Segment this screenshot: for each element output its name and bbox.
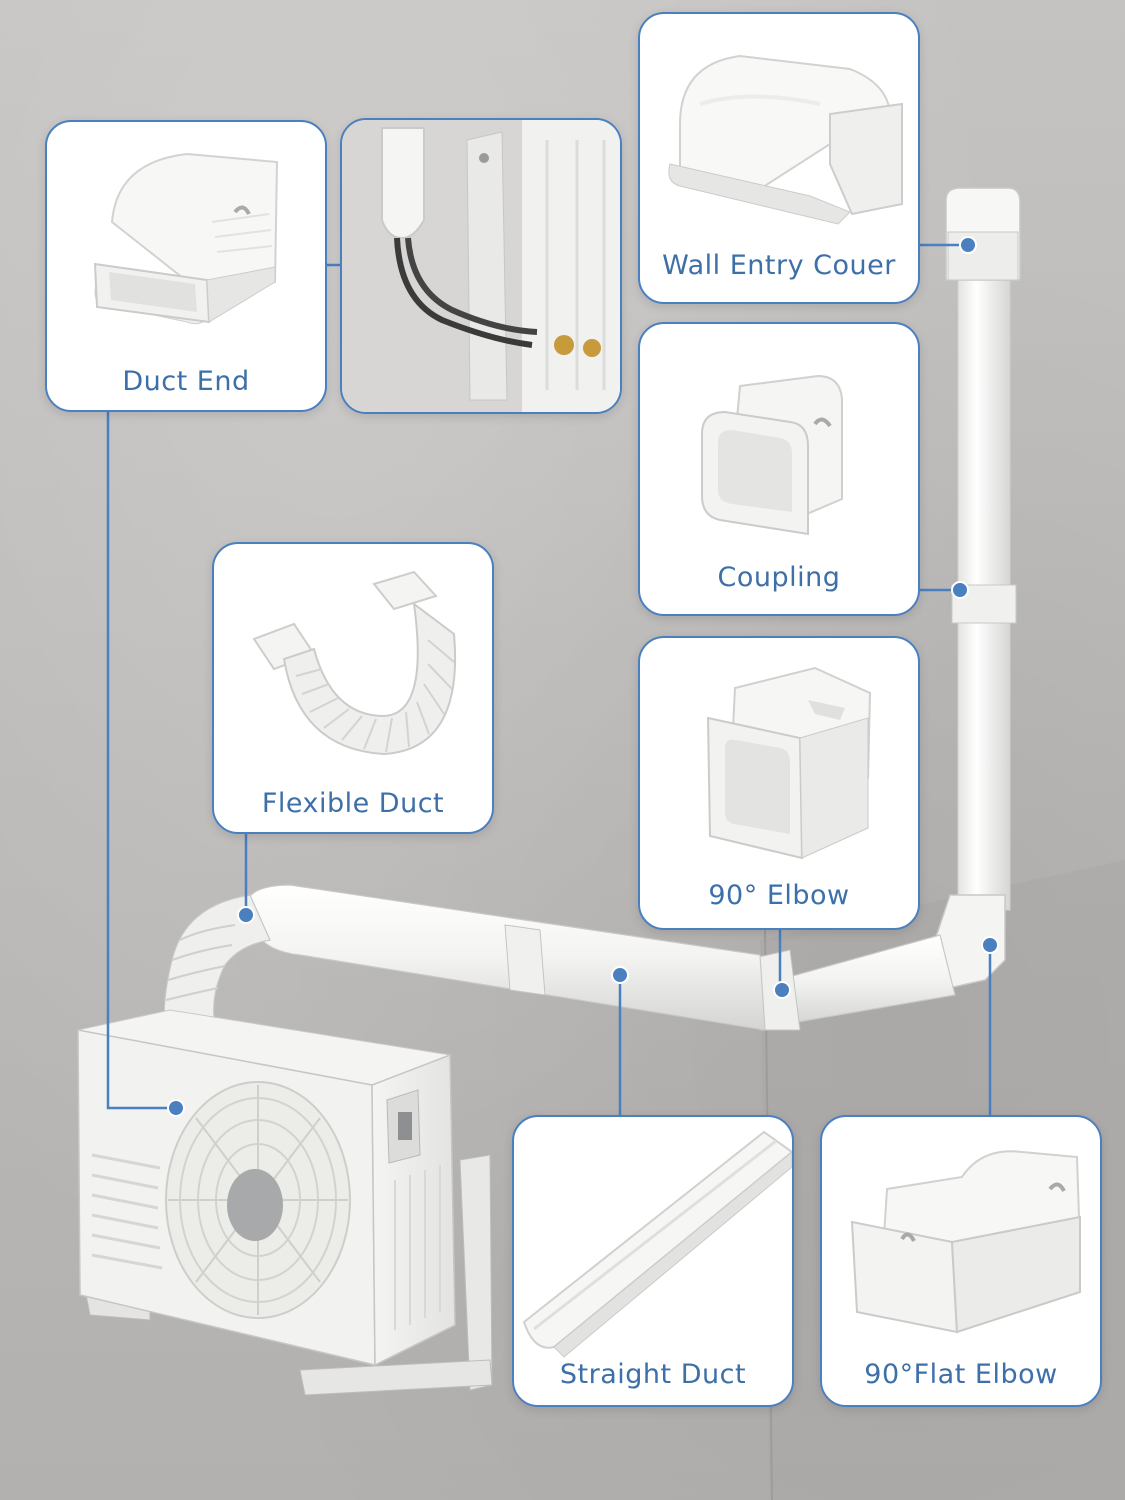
elbow-90-icon [706,666,872,860]
flat-elbow-icon [850,1150,1082,1334]
straight-duct-label: Straight Duct [559,1359,747,1390]
horizontal-duct [244,884,766,1031]
wall-entry-cover-icon [668,54,903,225]
flexible-duct-icon [252,570,457,756]
duct-end-card: Duct End [45,120,327,412]
wall-entry-cover-card: Wall Entry Couer [638,12,920,304]
flexible-duct-label: Flexible Duct [261,788,445,819]
elbow-90-label: 90° Elbow [708,880,850,911]
elbow-90-card: 90° Elbow [638,636,920,930]
duct-end-label: Duct End [122,366,250,397]
flexible-duct-card: Flexible Duct [212,542,494,834]
outdoor-ac-unit [77,1009,493,1396]
coupling-card: Coupling [638,322,920,616]
flat-elbow-90-label: 90°Flat Elbow [864,1359,1058,1390]
straight-duct-icon [522,1130,792,1358]
straight-duct-card: Straight Duct [512,1115,794,1407]
vertical-duct [945,187,1021,911]
wall-entry-cover-label: Wall Entry Couer [662,250,896,281]
connector-dots [167,236,999,1117]
coupling-label: Coupling [717,562,841,593]
flat-elbow-90-card: 90°Flat Elbow [820,1115,1102,1407]
coupling-icon [701,374,843,536]
indoor-unit-piping-illustration [342,120,620,412]
duct-end-icon [93,152,279,325]
indoor-connection-inset [340,118,622,414]
